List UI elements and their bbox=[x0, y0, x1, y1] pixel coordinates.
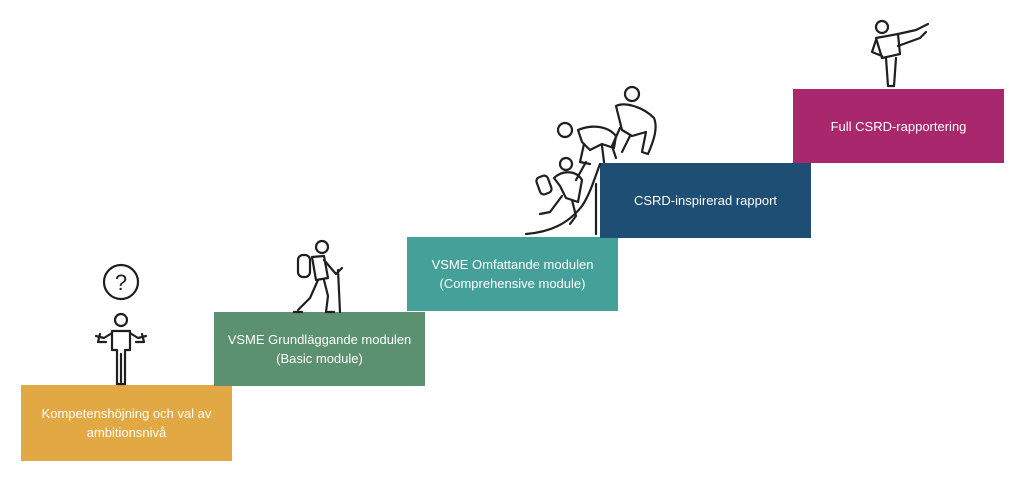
step-1-competence: Kompetenshöjning och val av ambitionsniv… bbox=[21, 385, 232, 461]
step-2-label-line-1: VSME Grundläggande modulen bbox=[227, 332, 412, 347]
step-3-label-line-2: (Comprehensive module) bbox=[439, 276, 586, 291]
martial-arts-kick-icon bbox=[868, 18, 932, 88]
step-4-label-line-1: CSRD-inspirerad rapport bbox=[633, 193, 778, 208]
confused-person-icon: ? bbox=[88, 262, 160, 387]
question-mark-text: ? bbox=[115, 270, 127, 295]
step-1-label-line-2: ambitionsnivå bbox=[86, 425, 167, 440]
step-4-csrd-inspired: CSRD-inspirerad rapport bbox=[600, 163, 811, 238]
step-2-basic-module: VSME Grundläggande modulen (Basic module… bbox=[214, 312, 425, 386]
step-5-label-line-1: Full CSRD-rapportering bbox=[830, 118, 967, 134]
climbers-icon bbox=[520, 84, 665, 239]
step-5-full-csrd: Full CSRD-rapportering bbox=[793, 89, 1004, 163]
step-1-label-line-1: Kompetenshöjning och val av bbox=[41, 406, 212, 421]
hiker-icon bbox=[290, 238, 350, 316]
step-2-label-line-2: (Basic module) bbox=[276, 351, 363, 366]
step-3-label-line-1: VSME Omfattande modulen bbox=[431, 257, 594, 272]
step-3-comprehensive-module: VSME Omfattande modulen (Comprehensive m… bbox=[407, 237, 618, 311]
